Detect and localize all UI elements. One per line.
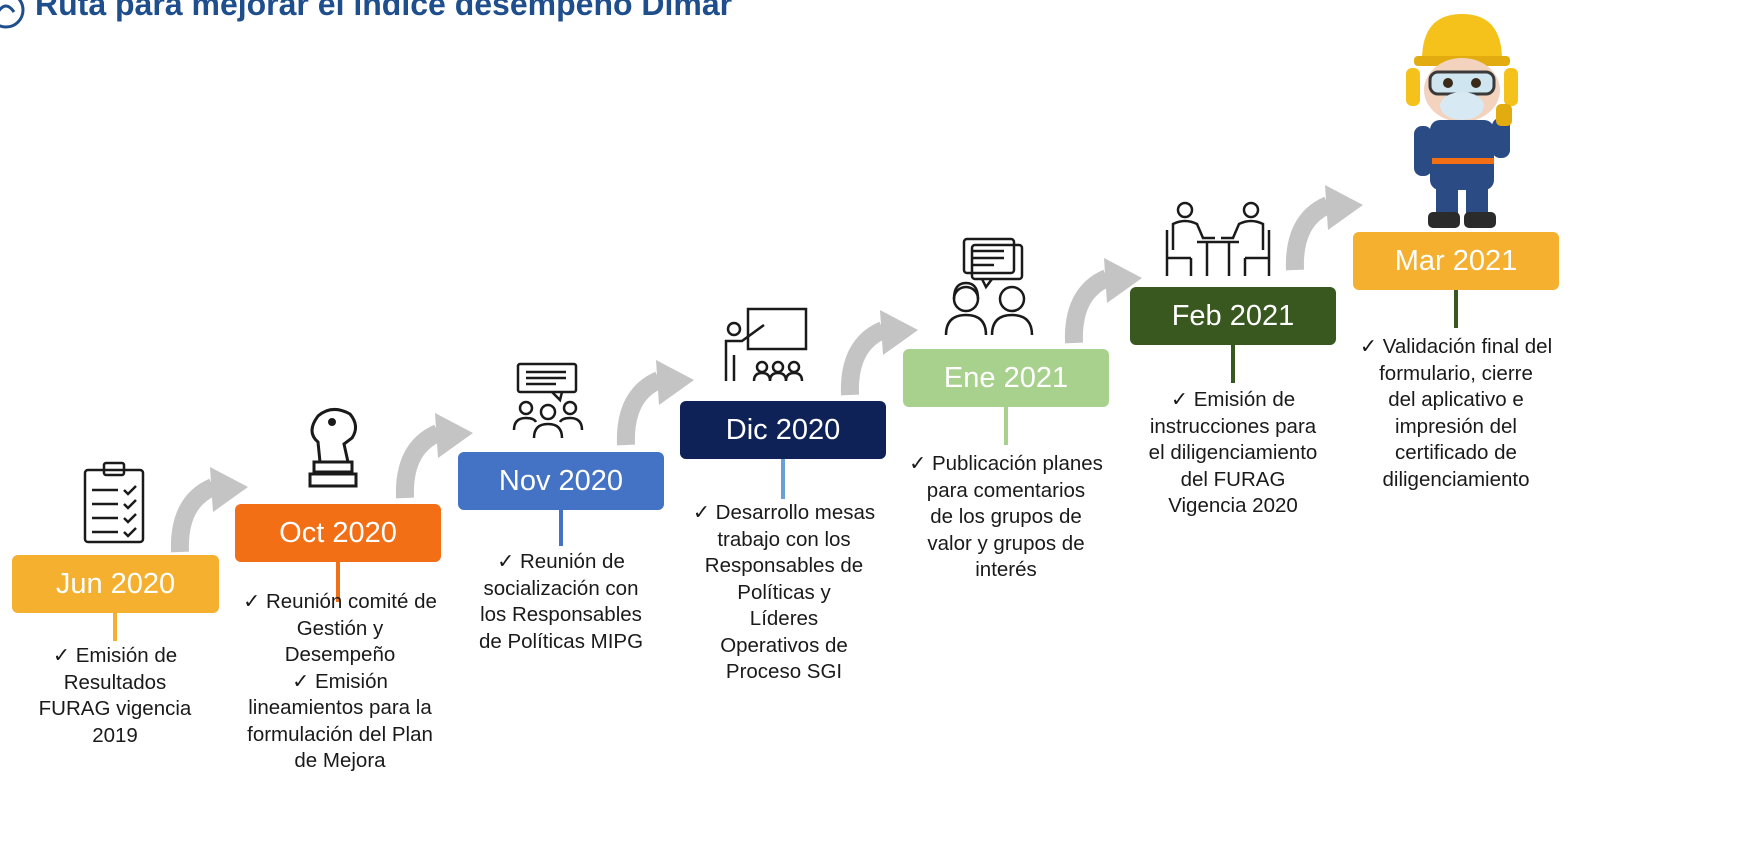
milestone-label: Nov 2020 bbox=[498, 464, 624, 497]
chess-knight-icon bbox=[298, 402, 368, 497]
step-arrow-2 bbox=[393, 408, 478, 508]
milestone-connector bbox=[559, 510, 563, 546]
milestone-description: ✓ Emisión de instrucciones para el dilig… bbox=[1148, 388, 1318, 517]
milestone-label: Feb 2021 bbox=[1171, 299, 1295, 332]
milestone-label: Jun 2020 bbox=[55, 567, 176, 600]
presentation-icon bbox=[720, 305, 810, 390]
milestone-label: Mar 2021 bbox=[1394, 244, 1518, 277]
milestone-description: ✓ Reunión de socialización con los Respo… bbox=[478, 550, 644, 653]
milestone-label: Oct 2020 bbox=[279, 516, 397, 549]
milestone-connector bbox=[336, 562, 340, 602]
group-meeting-icon bbox=[508, 360, 588, 445]
milestone-jun-2020: Jun 2020 bbox=[12, 555, 219, 613]
milestone-description: ✓ Desarrollo mesas trabajo con los Respo… bbox=[692, 501, 876, 683]
milestone-nov-2020: Nov 2020 bbox=[458, 452, 664, 510]
milestone-description: ✓ Reunión comité de Gestión y Desempeño … bbox=[243, 590, 437, 772]
milestone-connector bbox=[1454, 290, 1458, 328]
milestone-ene-2021: Ene 2021 bbox=[903, 349, 1109, 407]
dimar-logo bbox=[0, 0, 26, 35]
milestone-connector bbox=[1004, 407, 1008, 445]
milestone-description: ✓ Publicación planes para comentarios de… bbox=[909, 452, 1103, 581]
clipboard-checklist-icon bbox=[80, 460, 150, 550]
milestone-mar-2021: Mar 2021 bbox=[1353, 232, 1559, 290]
milestone-label: Ene 2021 bbox=[943, 361, 1069, 394]
page-title: Ruta para mejorar el índice desempeño Di… bbox=[35, 0, 733, 22]
step-arrow-5 bbox=[1062, 253, 1147, 353]
milestone-oct-2020: Oct 2020 bbox=[235, 504, 441, 562]
desk-meeting-icon bbox=[1163, 200, 1273, 285]
milestone-feb-2021: Feb 2021 bbox=[1130, 287, 1336, 345]
step-arrow-1 bbox=[168, 462, 253, 562]
milestone-connector bbox=[113, 613, 117, 641]
milestone-dic-2020: Dic 2020 bbox=[680, 401, 886, 459]
worker-mascot-icon bbox=[1400, 8, 1525, 238]
milestone-description: ✓ Validación final del formulario, cierr… bbox=[1359, 335, 1553, 491]
milestone-description: ✓ Emisión de Resultados FURAG vigencia 2… bbox=[38, 644, 192, 747]
conversation-icon bbox=[942, 235, 1037, 345]
milestone-connector bbox=[1231, 345, 1235, 383]
step-arrow-4 bbox=[838, 305, 923, 405]
step-arrow-3 bbox=[614, 355, 699, 455]
milestone-label: Dic 2020 bbox=[725, 413, 841, 446]
step-arrow-6 bbox=[1283, 180, 1368, 280]
milestone-connector bbox=[781, 459, 785, 499]
